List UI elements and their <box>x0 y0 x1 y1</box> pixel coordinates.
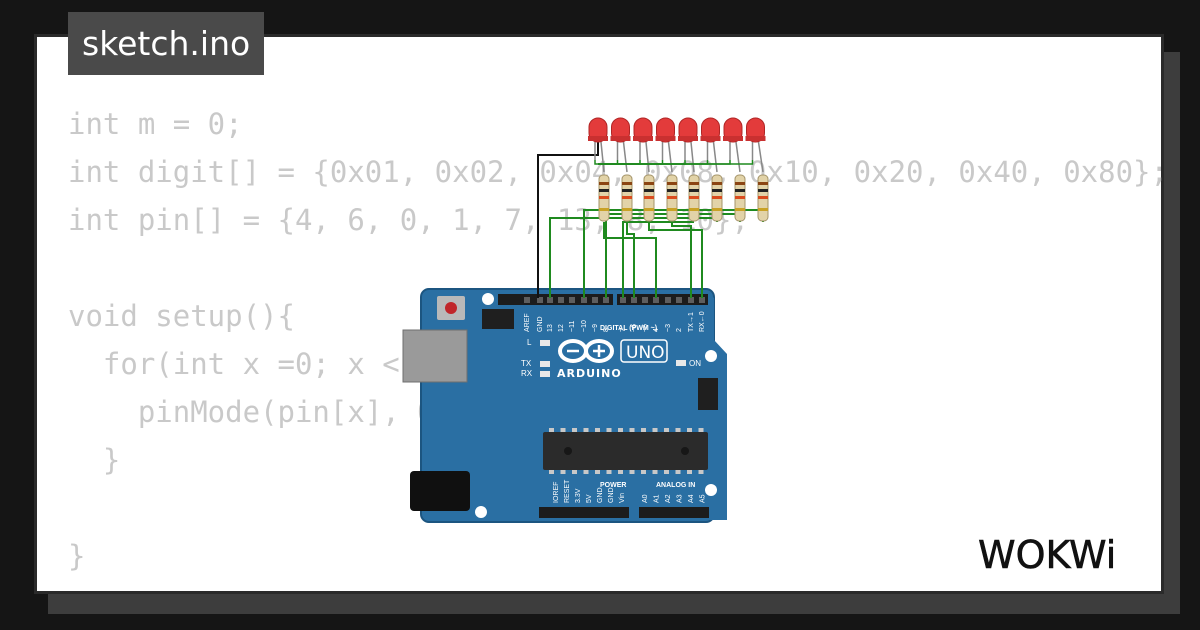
signal-wire <box>603 222 657 298</box>
header-pin-label: 4 <box>653 328 660 332</box>
header-pin-label: GND <box>537 316 544 332</box>
microcontroller-chip <box>543 432 708 470</box>
analog-pin-label: A2 <box>665 494 672 503</box>
power-pin-label: IOREF <box>553 482 560 503</box>
analog-pin-label: A1 <box>654 494 661 503</box>
header-pin-label: 13 <box>547 324 554 332</box>
code-line: } <box>68 539 86 573</box>
signal-wire <box>583 209 764 298</box>
power-pin-label: 3.3V <box>575 488 582 503</box>
power-pin-label: RESET <box>564 479 571 503</box>
wokwi-logo[interactable]: WOKWi <box>976 530 1152 578</box>
header-pin-label: 2 <box>676 328 683 332</box>
power-pin-label: GND <box>608 487 615 503</box>
header-pin-label: 12 <box>558 324 565 332</box>
arduino-infinity-logo <box>558 339 614 363</box>
analog-pin-label: A5 <box>700 494 707 503</box>
usb-port <box>402 329 468 383</box>
power-label: POWER <box>600 482 626 489</box>
digital-label: DIGITAL (PWM ~) <box>600 325 657 332</box>
code-line: } <box>68 443 121 477</box>
header-pin-label: ~3 <box>665 324 672 332</box>
header-pin-label: RX←0 <box>699 311 706 332</box>
header-pin-label: ~11 <box>569 321 576 332</box>
icsp-header <box>482 309 514 329</box>
header-pin-label: TX→1 <box>688 312 695 332</box>
code-line: int m = 0; <box>68 107 243 141</box>
signal-wire <box>626 222 635 298</box>
led-tx-label: TX <box>521 359 532 368</box>
header-pin-label: ~9 <box>592 324 599 332</box>
header-pin-label: 8 <box>603 328 610 332</box>
header-pin-label: ~10 <box>581 320 588 332</box>
led-rx-label: RX <box>521 369 533 378</box>
signal-wire <box>648 222 703 298</box>
svg-text:WOKWi: WOKWi <box>978 533 1116 577</box>
power-header <box>539 507 629 518</box>
analog-pin-label: A4 <box>688 494 695 503</box>
header-pin-label: ~5 <box>642 324 649 332</box>
file-tab[interactable]: sketch.ino <box>68 12 265 75</box>
board-model: UNO <box>626 343 665 363</box>
led-l-label: L <box>527 338 532 347</box>
signal-wire <box>622 221 694 298</box>
led-array <box>588 117 769 222</box>
analog-label: ANALOG IN <box>656 482 695 489</box>
digital-header-left <box>498 294 613 305</box>
analog-header <box>639 507 709 518</box>
signal-wire <box>671 222 692 298</box>
analog-pin-label: A0 <box>642 494 649 503</box>
code-line: void setup(){ <box>68 299 295 333</box>
header-pin-label: ~6 <box>631 324 638 332</box>
analog-pin-label: A3 <box>677 494 684 503</box>
digital-header-right <box>617 294 708 305</box>
power-pin-label: 5V <box>586 494 593 503</box>
header-pin-label: AREF <box>524 313 531 332</box>
power-pin-label: Vin <box>619 493 626 503</box>
power-jack <box>410 471 470 511</box>
code-line: int digit[] = {0x01, 0x02, 0x04, 0x08, 0… <box>68 155 1168 189</box>
board-brand: ARDUINO <box>557 367 622 380</box>
gnd-wire <box>537 140 599 298</box>
header-pin-label: 7 <box>620 328 627 332</box>
power-pin-label: GND <box>597 487 604 503</box>
icsp-header-2 <box>698 378 718 410</box>
led-on-label: ON <box>689 359 701 368</box>
code-editor: int m = 0; int digit[] = {0x01, 0x02, 0x0… <box>68 100 1168 580</box>
